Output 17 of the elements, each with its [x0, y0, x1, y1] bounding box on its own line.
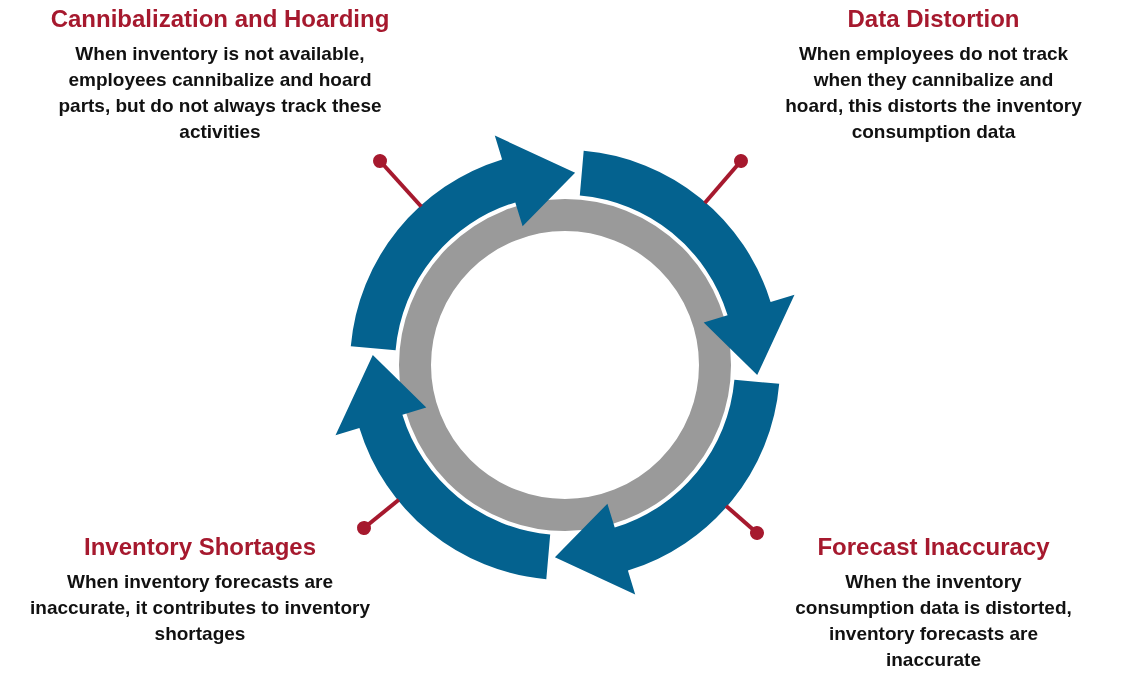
- leader-line: [373, 154, 423, 208]
- stage-description: When employees do not track when they cannibalize and hoard, this distorts the inventory consumption data: [784, 42, 1083, 144]
- inner-ring: [399, 199, 731, 531]
- leader-line: [724, 504, 764, 540]
- stage-heading: Data Distortion: [847, 5, 1020, 33]
- stage-description: When inventory forecasts are inaccurate, it contributes to inventory shortages: [29, 570, 371, 646]
- stage-description: When the inventory consumption data is distorted, inventory forecasts are inaccurate: [794, 570, 1073, 672]
- stage-description: When inventory is not available, employees cannibalize and hoard parts, but do not always track these activities: [57, 42, 383, 144]
- cycle-arrow-segment: [554, 379, 780, 595]
- cycle-arrow-segment: [350, 135, 576, 351]
- leader-line: [357, 498, 401, 535]
- stage-heading: Forecast Inaccuracy: [817, 533, 1050, 561]
- leader-line: [703, 154, 748, 205]
- cycle-arrow-segment: [335, 354, 551, 580]
- stage-heading: Cannibalization and Hoarding: [50, 5, 390, 33]
- stage-heading: Inventory Shortages: [83, 533, 317, 561]
- cycle-arrow-segment: [579, 150, 795, 376]
